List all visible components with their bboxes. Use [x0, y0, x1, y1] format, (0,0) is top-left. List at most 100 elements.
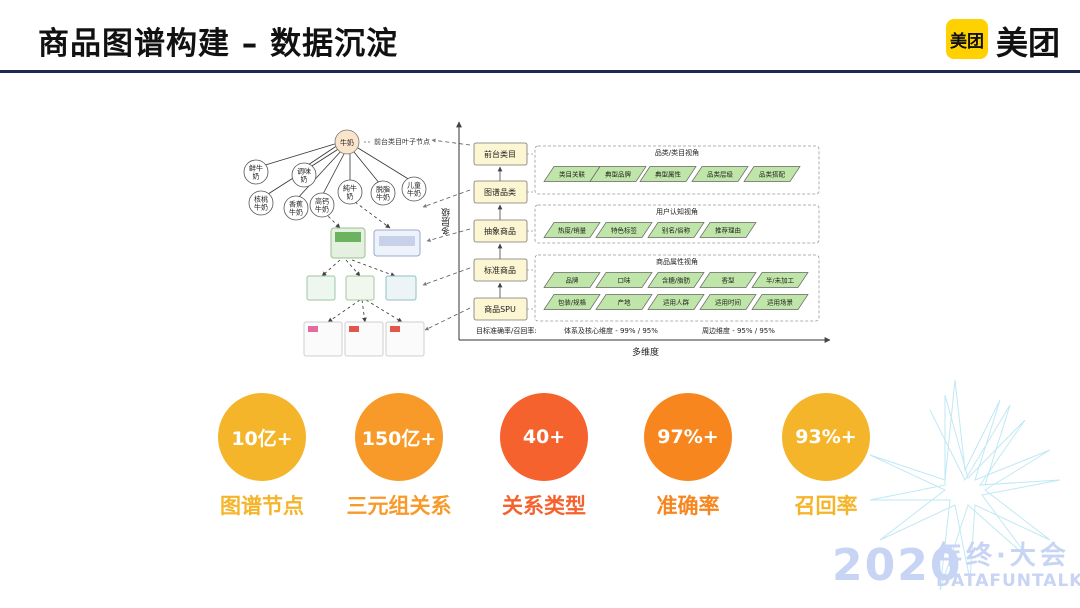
- attribute-tag-label: 热度/销量: [558, 226, 587, 235]
- level-box: 前台类目: [473, 142, 528, 166]
- attribute-tag-label: 包装/规格: [558, 298, 587, 307]
- tree-child-label: 香蕉牛奶: [289, 200, 303, 217]
- metrics-label: 目标准确率/召回率:: [476, 327, 537, 335]
- stat-circle: 150亿+: [355, 393, 443, 481]
- attribute-tag-label: 半/未加工: [766, 276, 795, 285]
- tree-child-label: 调味奶: [297, 167, 311, 184]
- stat-label: 准确率: [656, 494, 720, 518]
- tree-child-node: 脱脂牛奶: [370, 180, 396, 206]
- stat-value: 97%+: [657, 426, 719, 448]
- attribute-tag-label: 类目关联: [559, 170, 586, 179]
- tree-child-node: 儿童牛奶: [401, 176, 427, 202]
- watermark-cn: 年终·大会: [936, 541, 1070, 571]
- header-divider: [0, 70, 1080, 73]
- attribute-tag-label: 品类搭配: [759, 170, 786, 179]
- tree-child-node: 鲜牛奶: [243, 159, 269, 185]
- tree-child-node: 純牛奶: [337, 179, 363, 205]
- attribute-tag-label: 特色标签: [611, 226, 638, 235]
- metrics-core: 体系及核心维度 - 99% / 95%: [564, 327, 658, 335]
- watermark-en: DATAFUNTALK: [936, 571, 1080, 591]
- attribute-tag: 包装/规格: [543, 294, 601, 310]
- attribute-tag-label: 典型属性: [655, 170, 682, 179]
- level-label: 商品SPU: [484, 304, 516, 314]
- attribute-tag: 品牌: [543, 272, 601, 288]
- attribute-tag: 特色标签: [595, 222, 653, 238]
- tree-child-label: 脱脂牛奶: [376, 185, 390, 202]
- level-label: 前台类目: [484, 149, 516, 159]
- tree-child-label: 高钙牛奶: [315, 197, 329, 214]
- perspective-title: 商品属性视角: [656, 257, 698, 266]
- attribute-tag: 香型: [699, 272, 757, 288]
- tree-child-label: 核桃牛奶: [254, 195, 268, 212]
- stat-label: 三元组关系: [346, 494, 452, 518]
- level-label: 抽象商品: [484, 226, 516, 236]
- metrics-edge: 周边维度 - 95% / 95%: [702, 327, 775, 335]
- watermark-year: 2020: [832, 540, 963, 591]
- stat-label: 关系类型: [502, 494, 586, 518]
- attribute-tag: 适用人群: [647, 294, 705, 310]
- attribute-tag-label: 适用人群: [663, 298, 690, 307]
- tree-child-node: 调味奶: [291, 162, 317, 188]
- stat-value: 93%+: [795, 426, 857, 448]
- level-box: 抽象商品: [473, 219, 528, 243]
- level-box: 标准商品: [473, 258, 528, 282]
- attribute-tag-label: 产地: [618, 298, 632, 307]
- root-note: 前台类目叶子节点: [374, 138, 430, 146]
- perspective-title: 品类/类目视角: [655, 148, 699, 157]
- attribute-tag: 适用场景: [751, 294, 809, 310]
- level-box: 图谱品类: [473, 180, 528, 204]
- attribute-tag-label: 香型: [722, 276, 736, 285]
- logo-text: 美团: [996, 24, 1061, 62]
- attribute-tag: 热度/销量: [543, 222, 601, 238]
- levels-axis-label: 多层级: [442, 208, 452, 235]
- perspective-title: 用户认知视角: [656, 207, 698, 216]
- meituan-logo-icon: 美团: [946, 19, 988, 59]
- tree-child-node: 香蕉牛奶: [283, 195, 309, 221]
- attribute-tag: 品类搭配: [743, 166, 801, 182]
- attribute-tag-label: 推荐理由: [715, 226, 741, 235]
- attribute-tag: 典型品牌: [589, 166, 647, 182]
- stat-circle: 97%+: [644, 393, 732, 481]
- attribute-tag: 产地: [595, 294, 653, 310]
- attribute-tag: 适用时间: [699, 294, 757, 310]
- attribute-tag: 推荐理由: [699, 222, 757, 238]
- attribute-tag-label: 品类层级: [707, 170, 734, 179]
- stat-circle: 40+: [500, 393, 588, 481]
- attribute-tag-label: 适用时间: [715, 298, 741, 307]
- level-box: 商品SPU: [473, 297, 528, 321]
- stat-label: 召回率: [794, 494, 858, 518]
- x-axis-label: 多维度: [632, 348, 660, 358]
- attribute-tag-label: 口味: [618, 276, 632, 285]
- product-images: [303, 227, 425, 357]
- logo-mark: 美团: [950, 31, 984, 52]
- page-title: 商品图谱构建 – 数据沉淀: [38, 26, 399, 62]
- tree-child-node: 高钙牛奶: [309, 192, 335, 218]
- level-label: 标准商品: [484, 265, 516, 275]
- stat-value: 150亿+: [361, 427, 437, 450]
- tree-child-label: 儿童牛奶: [407, 181, 421, 198]
- attribute-tag-label: 别名/俗称: [662, 226, 691, 235]
- stat-label: 图谱节点: [220, 494, 304, 518]
- attribute-tag-label: 含糖/脂肪: [662, 276, 691, 285]
- tree-child-node: 核桃牛奶: [248, 190, 274, 216]
- attribute-tag-label: 品牌: [566, 276, 580, 285]
- stat-value: 10亿+: [231, 427, 293, 450]
- attribute-tag: 半/未加工: [751, 272, 809, 288]
- attribute-tag-label: 适用场景: [767, 298, 794, 307]
- attribute-tag: 含糖/脂肪: [647, 272, 705, 288]
- tree-root-label: 牛奶: [340, 138, 354, 147]
- tree-root-node: 牛奶: [334, 129, 360, 155]
- level-label: 图谱品类: [484, 187, 516, 197]
- stat-circle: 10亿+: [218, 393, 306, 481]
- stat-value: 40+: [522, 426, 566, 448]
- stat-circle: 93%+: [782, 393, 870, 481]
- attribute-tag: 品类层级: [691, 166, 749, 182]
- attribute-tag-label: 典型品牌: [605, 170, 632, 179]
- attribute-tag: 典型属性: [639, 166, 697, 182]
- attribute-tag: 口味: [595, 272, 653, 288]
